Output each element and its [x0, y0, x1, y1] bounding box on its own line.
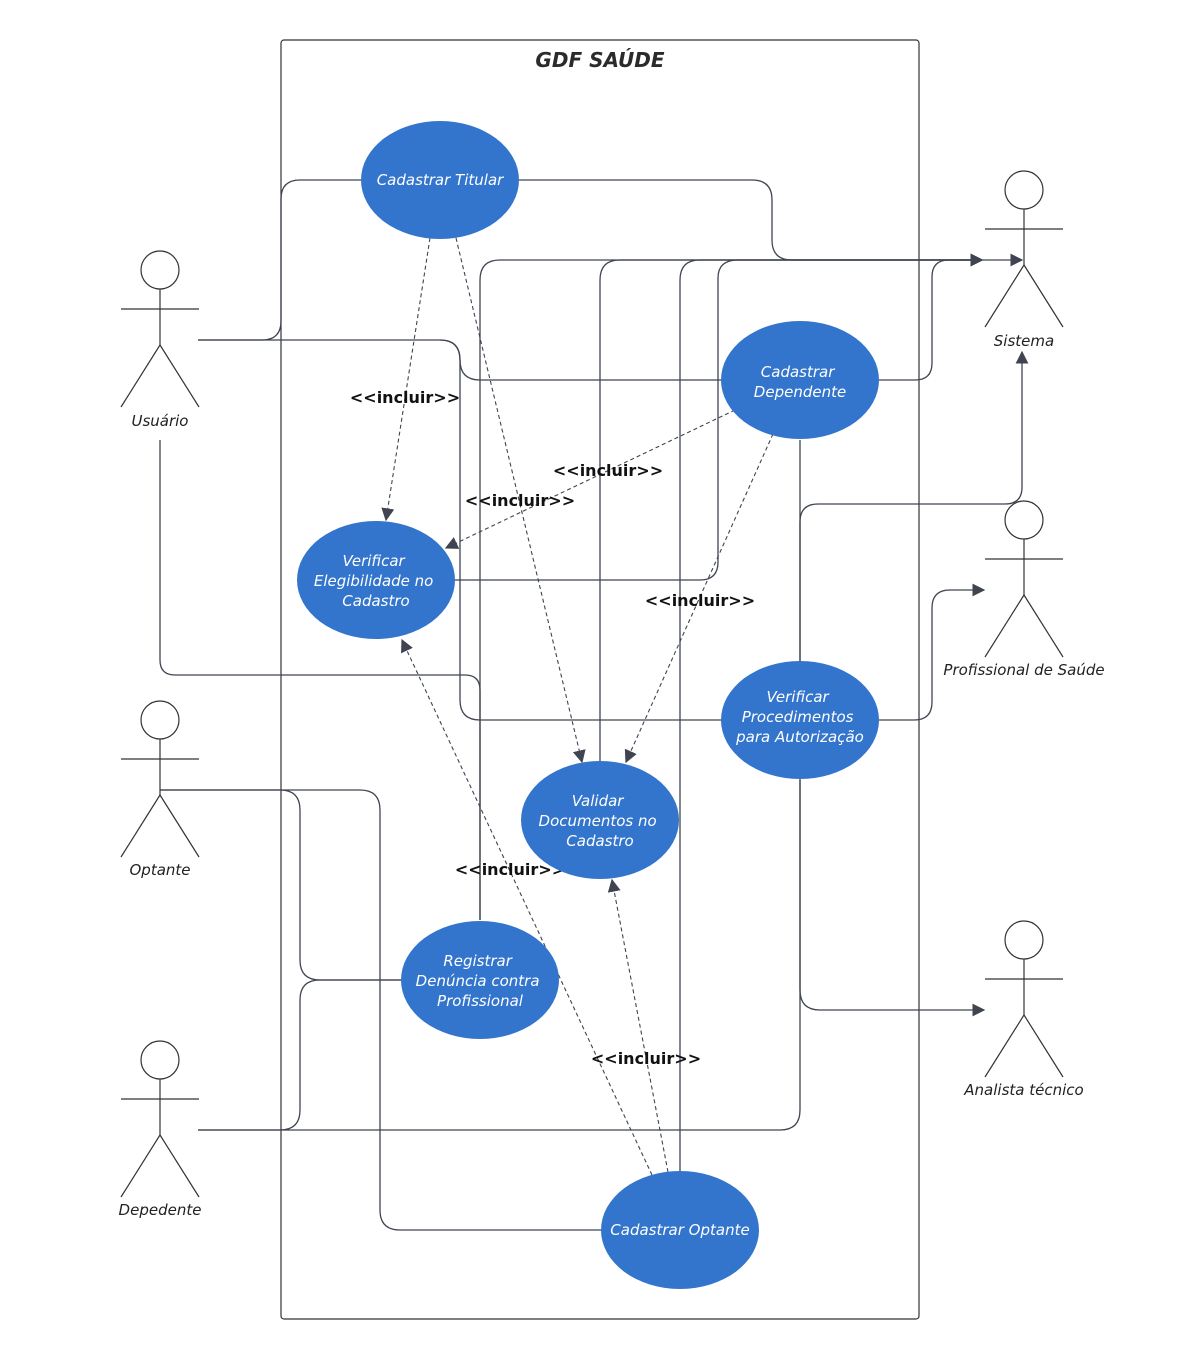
stick-figure-icon — [120, 700, 200, 858]
actor-label: Profissional de Saúde — [943, 661, 1104, 679]
stick-figure-icon — [120, 1040, 200, 1198]
assoc-optante-cadastrar — [160, 789, 602, 1231]
actor-optante[interactable]: Optante — [120, 700, 200, 879]
include-label: <<incluir>> — [553, 461, 663, 480]
include-label: <<incluir>> — [591, 1049, 701, 1068]
svg-text:Registrar Denúncia contr: Registrar Denúncia contra Profissional — [416, 952, 545, 1010]
actor-usuario[interactable]: Usuário — [120, 250, 200, 430]
stick-figure-icon — [984, 920, 1064, 1078]
assoc-usuario-procedimentos — [439, 339, 722, 721]
svg-text:Validar Documentos no: Validar Documentos no Cadastro — [539, 792, 662, 850]
use-case-validar-documentos[interactable]: Validar Documentos no Cadastro — [521, 761, 679, 879]
actor-label: Analista técnico — [963, 1081, 1083, 1099]
assoc-optante-denuncia — [160, 789, 402, 981]
assoc-elegibilidade-sistema — [454, 253, 984, 581]
actor-dependente[interactable]: Depedente — [119, 1040, 202, 1219]
use-case-cadastrar-dependente[interactable]: Cadastrar Dependente — [721, 321, 879, 439]
use-case-registrar-denuncia[interactable]: Registrar Denúncia contra Profissional — [401, 921, 559, 1039]
include-dependente-elegibilidade — [444, 409, 736, 549]
include-optante-validar — [607, 878, 669, 1173]
assoc-dependente-actor-procedimentos — [198, 780, 801, 1131]
stick-figure-icon — [984, 500, 1064, 658]
use-case-verificar-elegibilidade[interactable]: Verificar Elegibilidade no Cadastro — [297, 521, 455, 639]
assoc-usuario-titular — [198, 179, 361, 341]
include-titular-elegibilidade — [381, 237, 431, 522]
actor-profissional-saude[interactable]: Profissional de Saúde — [943, 500, 1105, 679]
system-boundary — [280, 39, 920, 1320]
include-optante-elegibilidade — [401, 638, 653, 1176]
stick-figure-icon — [120, 250, 200, 408]
svg-text:Cadastrar Titular: Cadastrar Titular — [377, 171, 504, 189]
svg-text:Verificar Procedimentos: Verificar Procedimentos para Autorização — [735, 688, 864, 746]
svg-text:Cadastrar Optante: Cadastrar Optante — [610, 1221, 749, 1239]
include-label: <<incluir>> — [645, 591, 755, 610]
assoc-validar-sistema — [599, 253, 984, 762]
include-label: <<incluir>> — [350, 388, 460, 407]
assoc-dependente-sistema — [879, 253, 984, 381]
actor-label: Usuário — [131, 412, 188, 430]
actor-sistema[interactable]: Sistema — [984, 170, 1064, 350]
assoc-procedimentos-profissional — [879, 583, 986, 721]
system-title: GDF SAÚDE — [535, 48, 664, 72]
actor-label: Depedente — [119, 1201, 202, 1219]
use-case-cadastrar-titular[interactable]: Cadastrar Titular — [361, 121, 519, 239]
actor-label: Sistema — [994, 332, 1054, 350]
assoc-procedimentos-sistema — [799, 350, 1029, 662]
assoc-titular-sistema — [519, 179, 1024, 267]
actor-analista-tecnico[interactable]: Analista técnico — [963, 920, 1084, 1099]
stick-figure-icon — [984, 170, 1064, 328]
svg-text:Cadastrar Dependente: Cadastrar Dependente — [754, 363, 846, 401]
actor-label: Optante — [129, 861, 190, 879]
include-dependente-validar — [624, 433, 774, 764]
include-labels: <<incluir>> <<incluir>> <<incluir>> <<in… — [350, 388, 755, 1068]
include-relations — [381, 237, 774, 1176]
use-case-verificar-procedimentos[interactable]: Verificar Procedimentos para Autorização — [721, 661, 879, 779]
assoc-denuncia-sistema — [479, 253, 984, 920]
include-titular-validar — [455, 237, 586, 764]
include-label: <<incluir>> — [455, 860, 565, 879]
svg-text:Verificar Elegibilidade: Verificar Elegibilidade no Cadastro — [314, 552, 438, 610]
use-case-cadastrar-optante[interactable]: Cadastrar Optante — [601, 1171, 759, 1289]
assoc-dependente-actor-denuncia — [198, 979, 402, 1131]
assoc-optante-uc-sistema — [679, 253, 984, 1172]
include-label: <<incluir>> — [465, 491, 575, 510]
associations — [159, 179, 1029, 1231]
assoc-usuario-denuncia — [159, 440, 481, 920]
